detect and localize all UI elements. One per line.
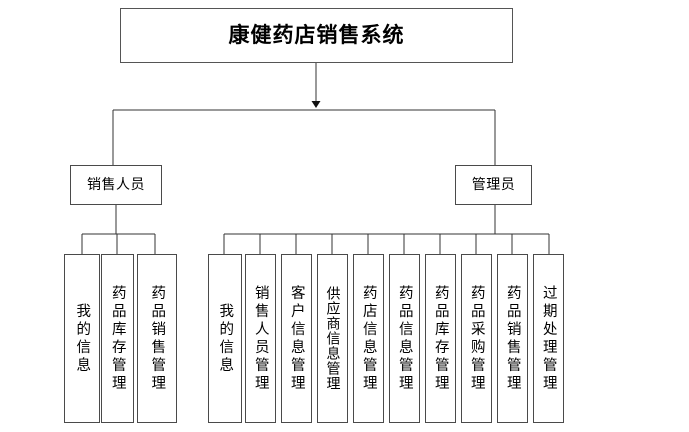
root-node-system-title[interactable]: 康健药店销售系统 <box>120 8 513 63</box>
leaf-label: 销售人员管理 <box>252 284 269 393</box>
leaf-label: 客户信息管理 <box>288 284 305 393</box>
leaf-admin-drug-sales-mgmt[interactable]: 药品销售管理 <box>497 254 528 423</box>
leaf-label: 药品库存管理 <box>109 284 126 393</box>
leaf-label: 过期处理管理 <box>540 284 557 393</box>
root-node-label: 康健药店销售系统 <box>228 23 405 47</box>
leaf-label: 药品信息管理 <box>396 284 413 393</box>
leaf-admin-supplier-info-mgmt[interactable]: 供应商信息管理 <box>317 254 348 423</box>
leaf-admin-drug-purchase-mgmt[interactable]: 药品采购管理 <box>461 254 492 423</box>
role-label-sales-staff: 销售人员 <box>87 177 145 193</box>
leaf-sales-my-info[interactable]: 我的信息 <box>64 254 100 423</box>
leaf-sales-drug-sales-mgmt[interactable]: 药品销售管理 <box>137 254 177 423</box>
leaf-admin-drug-inventory-mgmt[interactable]: 药品库存管理 <box>425 254 456 423</box>
leaf-label: 药品销售管理 <box>504 284 521 393</box>
leaf-label: 药品销售管理 <box>149 284 166 393</box>
leaf-label: 药店信息管理 <box>360 284 377 393</box>
role-node-administrator[interactable]: 管理员 <box>455 165 532 205</box>
role-label-administrator: 管理员 <box>471 177 516 193</box>
leaf-label: 我的信息 <box>74 302 91 375</box>
leaf-admin-expiry-handling-mgmt[interactable]: 过期处理管理 <box>533 254 564 423</box>
leaf-admin-sales-staff-mgmt[interactable]: 销售人员管理 <box>245 254 276 423</box>
leaf-admin-customer-info-mgmt[interactable]: 客户信息管理 <box>281 254 312 423</box>
leaf-label: 供应商信息管理 <box>324 286 341 391</box>
leaf-label: 我的信息 <box>217 302 234 375</box>
leaf-label: 药品库存管理 <box>432 284 449 393</box>
leaf-admin-drug-info-mgmt[interactable]: 药品信息管理 <box>389 254 420 423</box>
leaf-sales-drug-inventory-mgmt[interactable]: 药品库存管理 <box>101 254 134 423</box>
role-node-sales-staff[interactable]: 销售人员 <box>70 165 162 205</box>
leaf-label: 药品采购管理 <box>468 284 485 393</box>
leaf-admin-pharmacy-info-mgmt[interactable]: 药店信息管理 <box>353 254 384 423</box>
leaf-admin-my-info[interactable]: 我的信息 <box>208 254 242 423</box>
